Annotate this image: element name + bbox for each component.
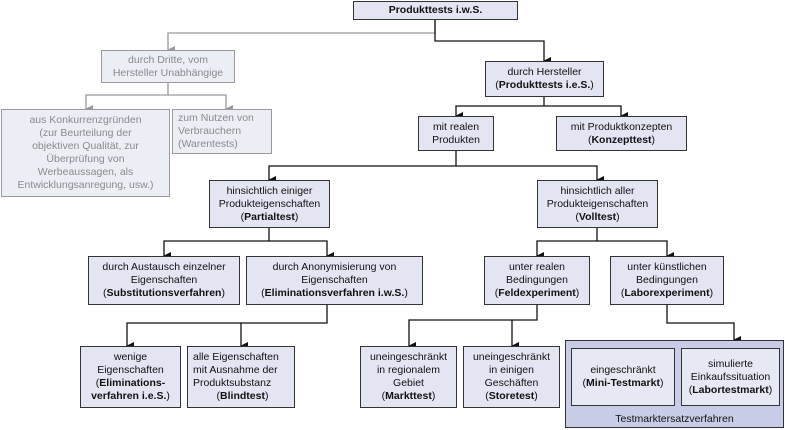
node-line: (Mini-Testmarkt): [582, 377, 664, 389]
node-nutzen-verbraucher: zum Nutzen von Verbrauchern (Warentests): [172, 109, 272, 154]
node-volltest: hinsichtlich aller Produkteigenschaften …: [537, 180, 658, 228]
node-line: Eigenschaften: [97, 364, 164, 376]
node-line: Produktsubstanz: [193, 377, 272, 389]
node-line: (Partialtest): [240, 210, 299, 223]
node-line: mit Produktkonzepten: [570, 120, 673, 133]
node-line: Bedingungen: [506, 274, 568, 286]
group-label: Testmarktersatzverfahren: [615, 413, 734, 425]
node-line: (Laborexperiment): [620, 287, 714, 299]
node-line: uneingeschränkt: [369, 351, 448, 363]
node-line: Überprüfung von: [46, 153, 125, 165]
node-line: mit realen: [432, 120, 480, 133]
node-term: Eliminationsverfahren i.w.S.: [264, 287, 405, 299]
node-line: (Warentests): [178, 138, 238, 150]
node-term: Produkttests i.e.S.: [498, 79, 591, 91]
node-term: Storetest: [488, 390, 535, 402]
node-mit-realen-produkten: mit realen Produkten: [418, 116, 494, 151]
node-mini-testmarkt: eingeschränkt (Mini-Testmarkt): [571, 348, 675, 406]
node-line: (Konzepttest): [587, 133, 656, 146]
node-line: aus Konkurrenzgründen: [29, 114, 142, 126]
node-line: durch Austausch einzelner: [102, 261, 226, 273]
node-line: alle Eigenschaften: [193, 351, 279, 363]
node-line: Eigenschaften: [130, 274, 198, 286]
node-line: (Volltest): [575, 210, 620, 223]
node-line: Entwicklungsanregung, usw.): [17, 179, 154, 191]
node-line: Geschäften: [484, 377, 539, 389]
node-line: (Eliminations-: [95, 377, 166, 389]
node-line: Gebiet: [393, 377, 424, 389]
node-term: Mini-Testmarkt: [586, 377, 660, 389]
node-term: Markttest: [385, 390, 432, 402]
node-line: verfahren i.e.S.): [91, 390, 170, 402]
node-line: Verbrauchern: [178, 125, 242, 137]
node-substitutionsverfahren: durch Austausch einzelner Eigenschaften …: [88, 256, 240, 305]
node-line: (Storetest): [485, 390, 538, 402]
node-line: Hersteller Unabhängige: [112, 66, 224, 79]
node-eliminationsverfahren-ies: wenige Eigenschaften (Eliminations- verf…: [80, 346, 181, 408]
node-produkttests-iws: Produkttests i.w.S.: [353, 1, 518, 20]
node-line: durch Anonymisierung von: [272, 261, 397, 273]
node-durch-dritte: durch Dritte, vom Hersteller Unabhängige: [101, 50, 235, 83]
node-storetest: uneingeschränkt in einigen Geschäften (S…: [463, 346, 560, 408]
node-term: Blindtest: [220, 390, 265, 402]
node-eliminationsverfahren-iws: durch Anonymisierung von Eigenschaften (…: [246, 256, 423, 305]
node-line: Werbeaussagen, als: [37, 166, 134, 178]
node-line: uneingeschränkt: [472, 351, 551, 363]
node-line: wenige: [113, 351, 148, 363]
node-blindtest: alle Eigenschaften mit Ausnahme der Prod…: [187, 346, 295, 408]
node-line: Bedingungen: [636, 274, 698, 286]
node-line: (zur Beurteilung der: [39, 127, 132, 139]
node-line: (Produkttests i.e.S.): [495, 79, 594, 91]
node-line: hinsichtlich aller: [560, 184, 635, 197]
node-line: durch Dritte, vom: [128, 53, 208, 66]
node-line: unter realen: [508, 261, 566, 273]
node-line: Produkteigenschaften: [546, 197, 649, 210]
node-term: Volltest: [578, 210, 617, 223]
node-line: durch Hersteller: [507, 66, 582, 78]
node-line: (Feldexperiment): [494, 287, 580, 299]
node-term: Substitutionsverfahren: [106, 287, 222, 299]
node-line: in regionalem: [376, 364, 441, 376]
node-term: Feldexperiment: [498, 287, 576, 299]
node-durch-hersteller: durch Hersteller (Produkttests i.e.S.): [485, 61, 604, 97]
node-markttest: uneingeschränkt in regionalem Gebiet (Ma…: [360, 346, 457, 408]
node-line: (Eliminationsverfahren i.w.S.): [261, 287, 408, 299]
node-line: Eigenschaften: [301, 274, 368, 286]
node-line: Einkaufssituation: [690, 370, 771, 383]
node-laborexperiment: unter künstlichen Bedingungen (Laborexpe…: [610, 256, 724, 305]
node-line: in einigen: [489, 364, 534, 376]
node-line: (Labortestmarkt): [688, 383, 773, 396]
node-line: objektiven Qualität, zur: [32, 140, 139, 152]
node-line: Produkteigenschaften: [218, 197, 321, 210]
node-line: eingeschränkt: [590, 364, 656, 376]
node-line: (Markttest): [381, 390, 436, 402]
node-line: simulierte: [708, 357, 753, 370]
node-mit-produktkonzepten: mit Produktkonzepten (Konzepttest): [556, 116, 687, 151]
node-term: Konzepttest: [591, 133, 652, 146]
node-labortestmarkt: simulierte Einkaufssituation (Labortestm…: [681, 348, 780, 406]
node-term: Laborexperiment: [624, 287, 710, 299]
node-term: verfahren i.e.S.: [91, 390, 167, 402]
node-line: zum Nutzen von: [178, 112, 254, 124]
node-line: hinsichtlich einiger: [226, 184, 313, 197]
node-partialtest: hinsichtlich einiger Produkteigenschafte…: [209, 180, 330, 228]
node-line: (Substitutionsverfahren): [103, 287, 225, 299]
node-line: unter künstlichen: [627, 261, 707, 273]
node-konkurrenzgruende: aus Konkurrenzgründen (zur Beurteilung d…: [1, 109, 170, 197]
node-term: Labortestmarkt: [692, 383, 769, 396]
node-feldexperiment: unter realen Bedingungen (Feldexperiment…: [484, 256, 590, 305]
node-line: (Blindtest): [216, 390, 269, 402]
node-line: mit Ausnahme der: [193, 364, 278, 376]
node-term: Partialtest: [244, 210, 295, 223]
node-line: Produkten: [432, 133, 480, 146]
node-label: Produkttests i.w.S.: [388, 4, 483, 16]
node-term: Eliminations-: [99, 377, 166, 389]
